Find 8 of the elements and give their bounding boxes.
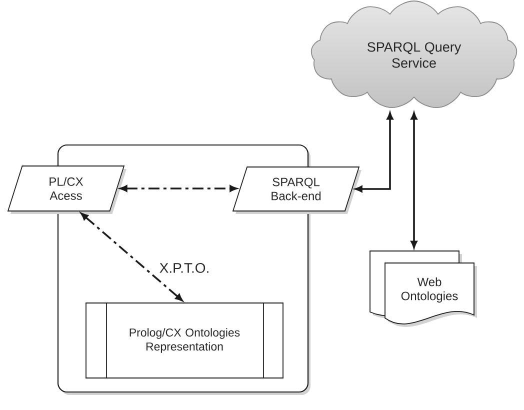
arrow bbox=[355, 112, 394, 192]
document-stack: Web Ontologies bbox=[370, 250, 477, 327]
process-box: Prolog/CX Ontologies Representation bbox=[86, 302, 284, 379]
edge-label: X.P.T.O. bbox=[158, 262, 211, 274]
cloud: SPARQL Query Service bbox=[310, 0, 518, 108]
dashed-arrow bbox=[120, 185, 237, 192]
dashed-arrow bbox=[80, 212, 183, 302]
arrow bbox=[410, 112, 418, 248]
